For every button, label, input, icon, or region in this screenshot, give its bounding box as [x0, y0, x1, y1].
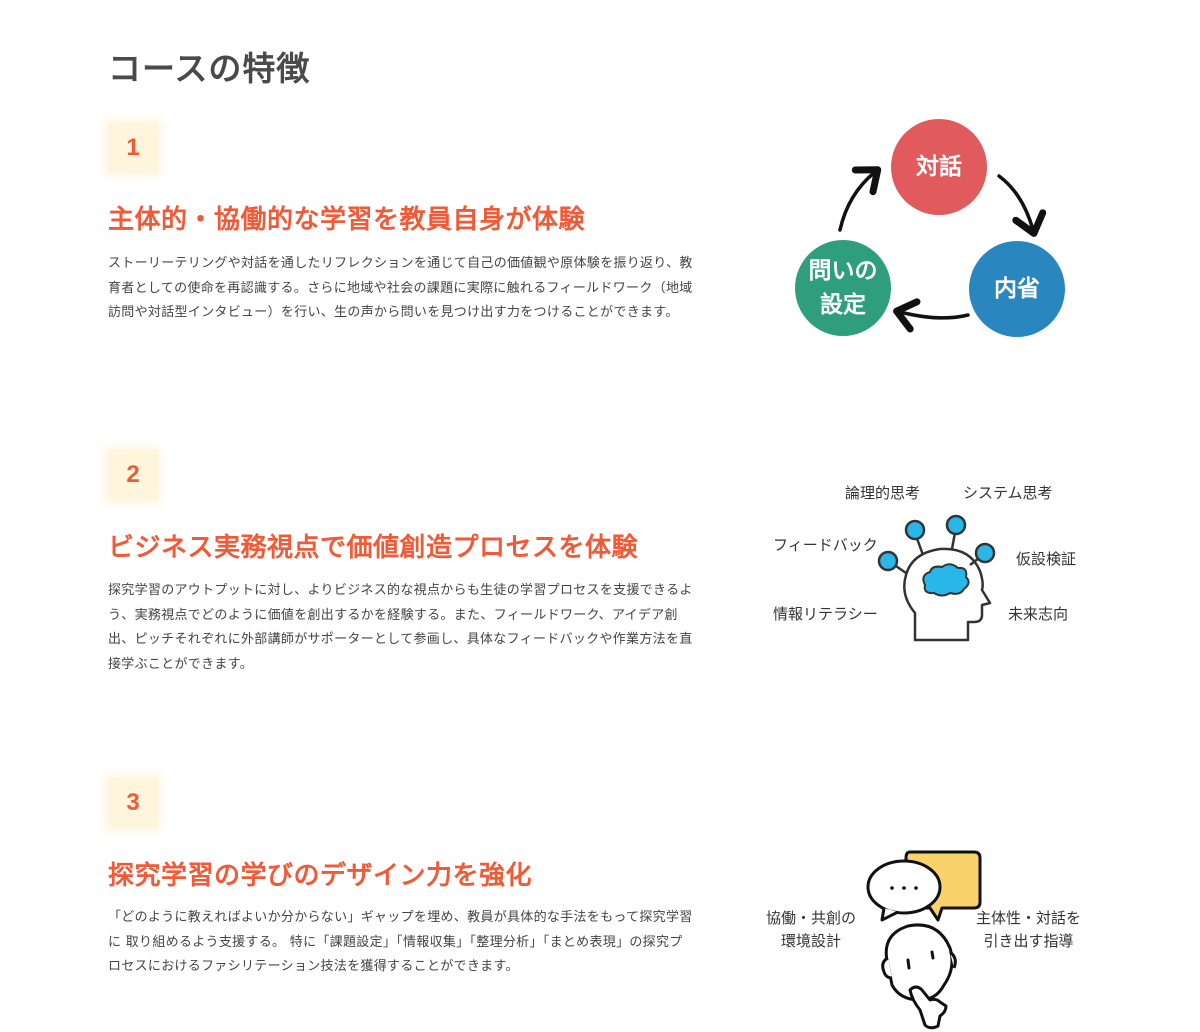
cycle-diagram: 対話 内省 問いの 設定	[780, 110, 1090, 350]
feature-number-badge: 3	[108, 778, 158, 828]
reflection-circle	[969, 241, 1065, 337]
skill-label: 未来志向	[1008, 605, 1069, 623]
left-label-line1: 協働・共創の	[766, 909, 857, 927]
feature-number-badge: 1	[108, 123, 158, 173]
cycle-node-reflection: 内省	[994, 276, 1040, 302]
feature-title: 探究学習の学びのデザイン力を強化	[108, 861, 533, 891]
left-label-line2: 環境設計	[781, 932, 842, 950]
skill-label: 情報リテラシー	[773, 605, 878, 623]
feature-title: ビジネス実務視点で価値創造プロセスを体験	[108, 533, 639, 563]
thinking-person-diagram: 協働・共創の 環境設計 主体性・対話を 引き出す指導	[760, 840, 1100, 1032]
left-label: 協働・共創の 環境設計	[766, 907, 856, 953]
question-setting-circle	[795, 240, 891, 336]
right-label-line2: 引き出す指導	[983, 932, 1074, 950]
skill-label: 論理的思考	[845, 484, 921, 502]
brain-diagram: 論理的思考 システム思考 フィードバック 仮設検証 情報リテラシー 未来志向	[760, 475, 1100, 655]
feature-title: 主体的・協働的な学習を教員自身が体験	[108, 205, 586, 235]
skill-label: フィードバック	[773, 536, 878, 554]
thinking-person-icon	[866, 850, 982, 1030]
right-label-line1: 主体性・対話を	[976, 909, 1082, 927]
skill-label: 仮設検証	[1016, 550, 1077, 568]
feature-description: ストーリーテリングや対話を通したリフレクションを通じて自己の価値観や原体験を振り…	[108, 256, 693, 320]
cycle-node-question-setting: 問いの 設定	[795, 254, 891, 322]
skill-label: システム思考	[963, 484, 1053, 502]
feature-number-badge: 2	[108, 450, 158, 500]
cycle-node-line1: 問いの	[808, 258, 878, 284]
page-title: コースの特徴	[108, 49, 311, 88]
feature-description: 探究学習のアウトプットに対し、よりビジネス的な視点からも生徒の学習プロセスを支援…	[108, 583, 693, 672]
cycle-arrows-icon	[795, 119, 1065, 337]
cycle-node-line2: 設定	[820, 292, 866, 318]
dialogue-circle	[891, 119, 987, 215]
head-with-brain-icon	[877, 514, 996, 642]
cycle-node-dialogue: 対話	[916, 154, 962, 180]
right-label: 主体性・対話を 引き出す指導	[976, 907, 1081, 953]
feature-description: 「どのように教えればよいか分からない」ギャップを埋め、教員が具体的な手法をもって…	[108, 910, 693, 974]
